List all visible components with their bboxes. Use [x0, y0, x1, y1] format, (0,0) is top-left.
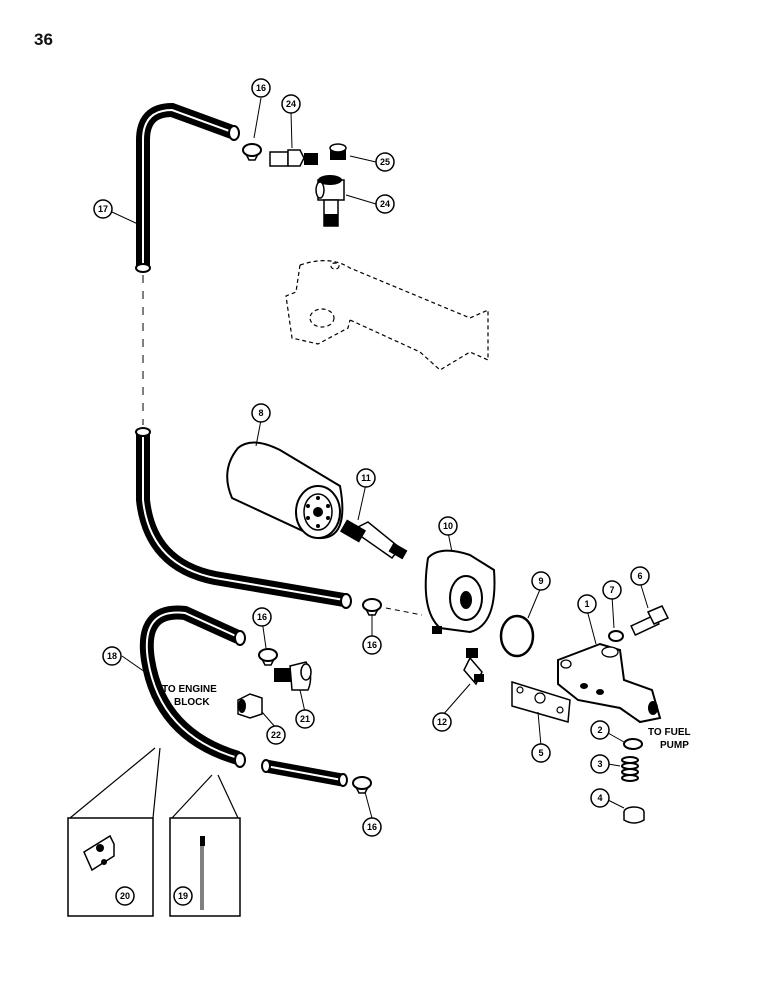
washer-7 — [608, 630, 624, 642]
shim-2 — [623, 738, 643, 750]
bolt-6 — [630, 605, 670, 637]
svg-text:9: 9 — [538, 576, 543, 586]
hose-17-upper — [135, 102, 240, 273]
clamp-16-mid — [362, 598, 382, 616]
svg-text:7: 7 — [609, 585, 614, 595]
svg-text:10: 10 — [443, 521, 453, 531]
callout-9: 9 — [531, 571, 551, 591]
callout-7: 7 — [602, 580, 622, 600]
plug-4 — [623, 806, 645, 824]
assembly-line — [385, 607, 423, 616]
gasket-5 — [511, 680, 571, 723]
spring-3 — [621, 756, 639, 782]
svg-text:21: 21 — [300, 714, 310, 724]
svg-text:22: 22 — [271, 730, 281, 740]
fitting-12 — [463, 648, 484, 686]
callout-19: 19 — [173, 886, 193, 906]
fitting-23 — [269, 149, 318, 167]
callout-5: 5 — [531, 743, 551, 763]
note-engine-block-line1: TO ENGINE — [162, 684, 217, 695]
svg-text:5: 5 — [538, 748, 543, 758]
page-number: 36 — [34, 30, 53, 49]
svg-text:24: 24 — [286, 99, 296, 109]
svg-text:19: 19 — [178, 891, 188, 901]
svg-text:20: 20 — [120, 891, 130, 901]
hose-short-segment — [261, 759, 348, 787]
leader-lines — [111, 97, 649, 819]
callout-1: 1 — [577, 594, 597, 614]
note-engine-block-line2: BLOCK — [174, 697, 210, 708]
callout-25: 25 — [375, 152, 395, 172]
callout-17: 17 — [93, 199, 113, 219]
callout-16-mid: 16 — [362, 635, 382, 655]
note-fuel-pump-line2: PUMP — [660, 740, 689, 751]
callout-12: 12 — [432, 712, 452, 732]
svg-text:16: 16 — [367, 640, 377, 650]
tee-fitting-24 — [315, 175, 345, 227]
o-ring-9 — [499, 614, 535, 658]
svg-text:25: 25 — [380, 157, 390, 167]
svg-text:17: 17 — [98, 204, 108, 214]
svg-text:11: 11 — [361, 473, 371, 483]
callout-18: 18 — [102, 646, 122, 666]
callout-24: 24 — [375, 194, 395, 214]
callout-21: 21 — [295, 709, 315, 729]
clamp-16-bottom — [352, 776, 372, 794]
svg-text:6: 6 — [637, 571, 642, 581]
manifold-outline — [285, 260, 489, 371]
svg-text:4: 4 — [597, 793, 602, 803]
callout-2: 2 — [590, 720, 610, 740]
svg-text:12: 12 — [437, 717, 447, 727]
hose-17-lower — [135, 427, 352, 609]
callout-6: 6 — [630, 566, 650, 586]
callout-11: 11 — [356, 468, 376, 488]
clamp-16-left — [258, 648, 278, 666]
oil-filter-8 — [226, 441, 344, 540]
valve-housing-1 — [557, 642, 662, 724]
callout-20: 20 — [115, 886, 135, 906]
callout-4: 4 — [590, 788, 610, 808]
svg-text:2: 2 — [597, 725, 602, 735]
callout-10: 10 — [438, 516, 458, 536]
callout-8: 8 — [251, 403, 271, 423]
stud-11 — [339, 519, 408, 560]
svg-text:18: 18 — [107, 651, 117, 661]
callout-23: 24 — [281, 94, 301, 114]
callouts: 16 24 25 24 17 8 11 10 9 1 7 6 16 16 18 … — [93, 78, 650, 906]
callout-16-top: 16 — [251, 78, 271, 98]
callout-16-left: 16 — [252, 607, 272, 627]
callout-22: 22 — [266, 725, 286, 745]
svg-text:1: 1 — [584, 599, 589, 609]
svg-text:16: 16 — [256, 83, 266, 93]
plug-25 — [329, 143, 347, 160]
callout-16-bottom: 16 — [362, 817, 382, 837]
callout-3: 3 — [590, 754, 610, 774]
svg-text:16: 16 — [367, 822, 377, 832]
svg-text:16: 16 — [257, 612, 267, 622]
elbow-21 — [274, 661, 312, 691]
detail-box-clip-20 — [67, 747, 161, 917]
clamp-16-top — [242, 143, 262, 161]
svg-text:8: 8 — [258, 408, 263, 418]
svg-text:24: 24 — [380, 199, 390, 209]
filter-adapter-10 — [424, 549, 496, 634]
fitting-22 — [237, 693, 263, 719]
svg-text:3: 3 — [597, 759, 602, 769]
note-fuel-pump-line1: TO FUEL — [648, 727, 691, 738]
hose-18 — [139, 605, 246, 768]
